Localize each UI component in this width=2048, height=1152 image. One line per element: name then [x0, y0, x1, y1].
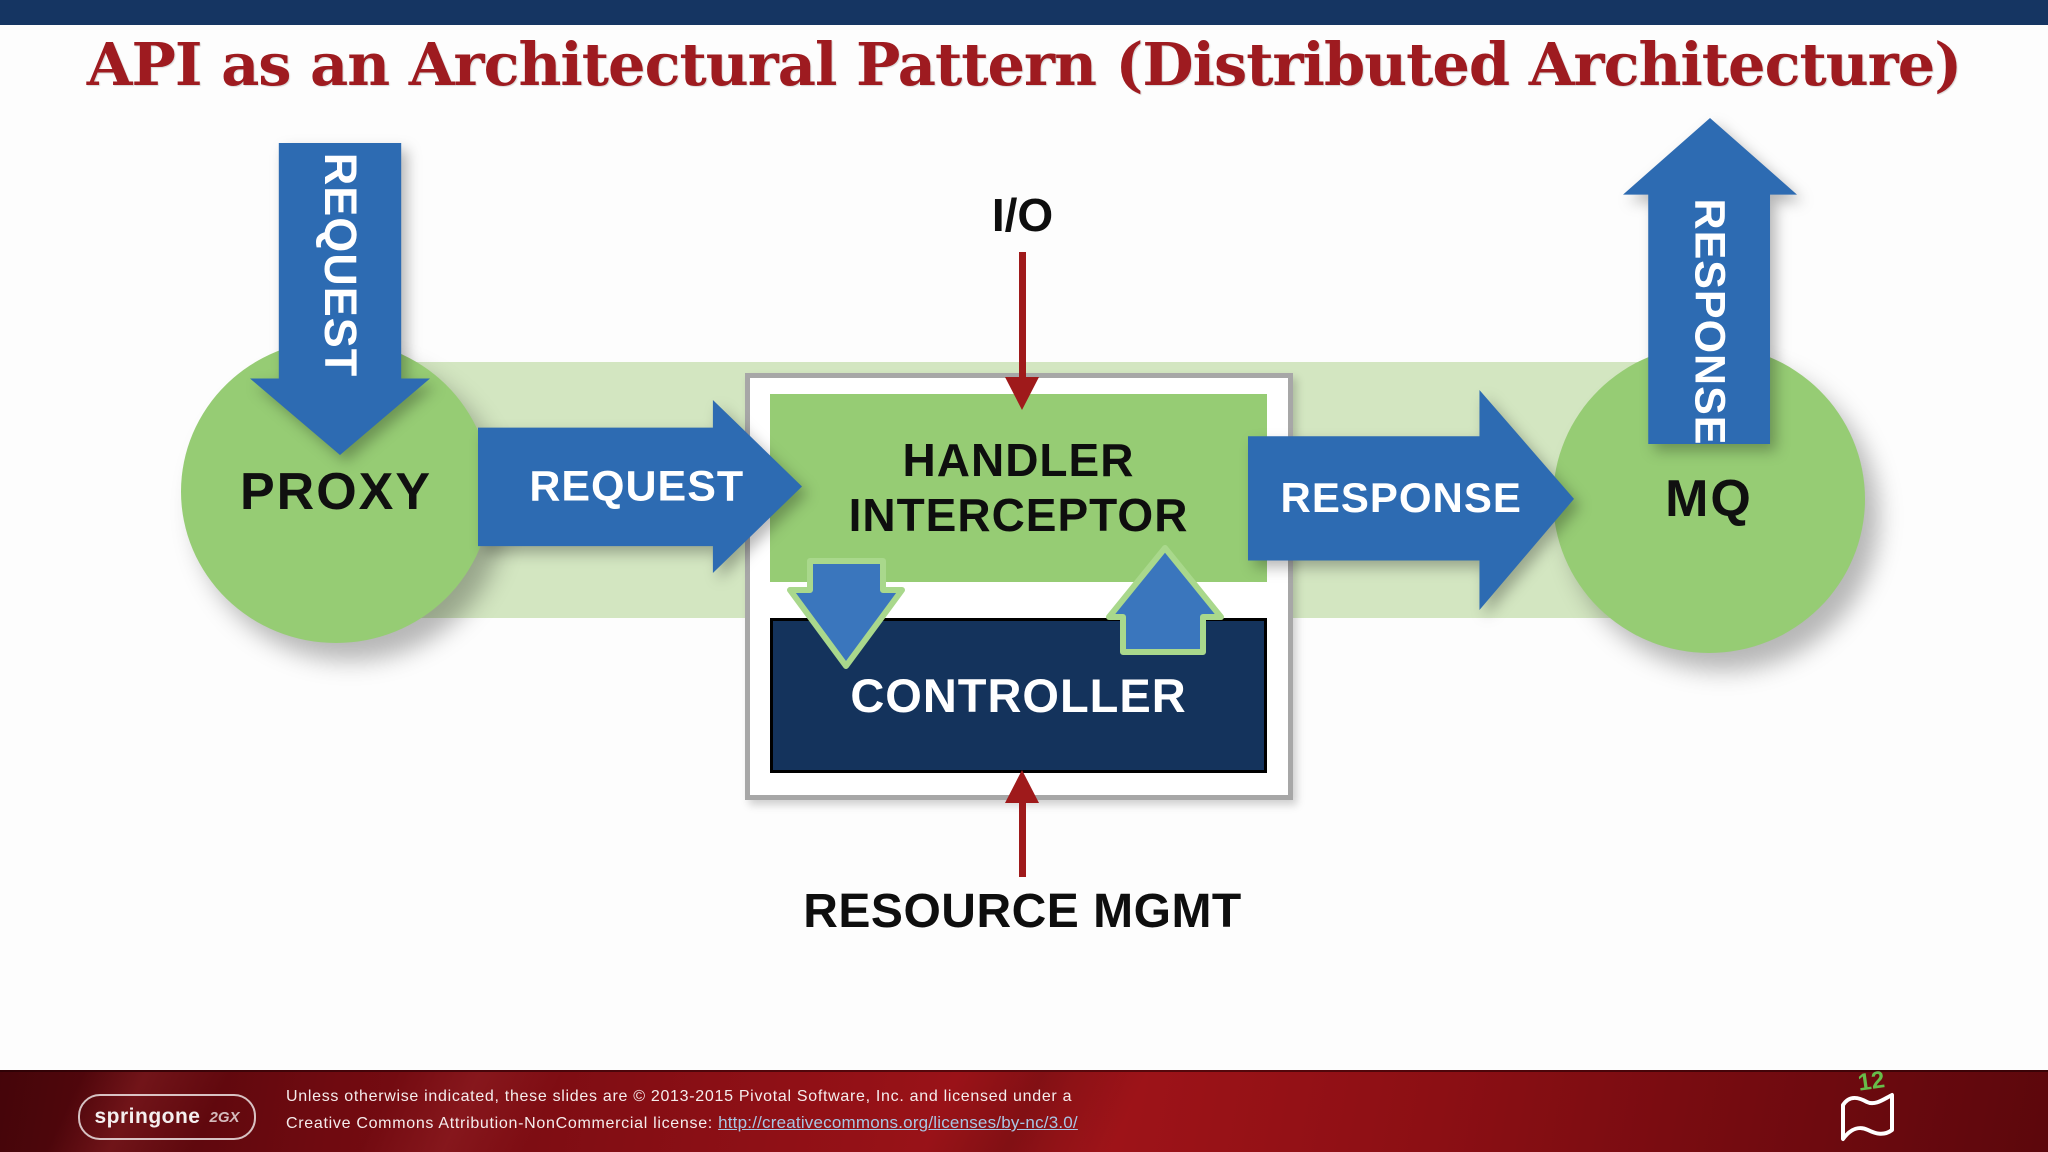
top-accent-bar: [0, 0, 2048, 25]
handler-label-line2: INTERCEPTOR: [848, 489, 1189, 541]
io-arrowhead-icon: [1005, 377, 1039, 410]
license-line2: Creative Commons Attribution-NonCommerci…: [286, 1110, 1078, 1137]
response-up-arrow: RESPONSE: [1623, 118, 1797, 446]
springone-logo-suffix: 2GX: [209, 1108, 240, 1126]
resource-mgmt-label: RESOURCE MGMT: [803, 885, 1242, 938]
license-line2-prefix: Creative Commons Attribution-NonCommerci…: [286, 1115, 719, 1132]
request-right-arrow: REQUEST: [478, 400, 802, 573]
license-text: Unless otherwise indicated, these slides…: [286, 1084, 1078, 1137]
handler-interceptor-box: HANDLER INTERCEPTOR: [770, 394, 1267, 582]
resource-mgmt-arrowhead-icon: [1005, 770, 1039, 803]
handler-to-controller-arrow-icon: [787, 558, 905, 669]
resource-mgmt-arrow-line: [1019, 801, 1026, 877]
arrow-down-icon: [250, 143, 430, 455]
mq-label: MQ: [1665, 470, 1753, 528]
springone-logo: springone 2GX: [78, 1094, 256, 1140]
io-arrow-line: [1019, 252, 1026, 379]
arrow-up-icon: [1623, 118, 1797, 444]
book-icon: [1841, 1093, 1894, 1141]
response-label: RESPONSE: [1280, 473, 1522, 521]
slide-title: API as an Architectural Pattern (Distrib…: [86, 30, 1962, 99]
license-link[interactable]: http://creativecommons.org/licenses/by-n…: [718, 1113, 1078, 1132]
request-down-arrow: REQUEST: [250, 143, 430, 455]
springone-logo-text: springone: [94, 1105, 201, 1128]
response-up-label: RESPONSE: [1685, 198, 1734, 446]
license-line1: Unless otherwise indicated, these slides…: [286, 1088, 1073, 1105]
handler-label-line1: HANDLER: [902, 433, 1135, 486]
footer-bar: springone 2GX Unless otherwise indicated…: [0, 1066, 2048, 1152]
controller-label: CONTROLLER: [850, 669, 1187, 722]
io-label: I/O: [991, 189, 1054, 241]
response-right-arrow: RESPONSE: [1248, 390, 1574, 610]
request-label: REQUEST: [529, 462, 745, 510]
controller-to-handler-arrow-icon: [1106, 545, 1224, 655]
proxy-label: PROXY: [239, 462, 433, 521]
request-down-label: REQUEST: [315, 152, 366, 378]
